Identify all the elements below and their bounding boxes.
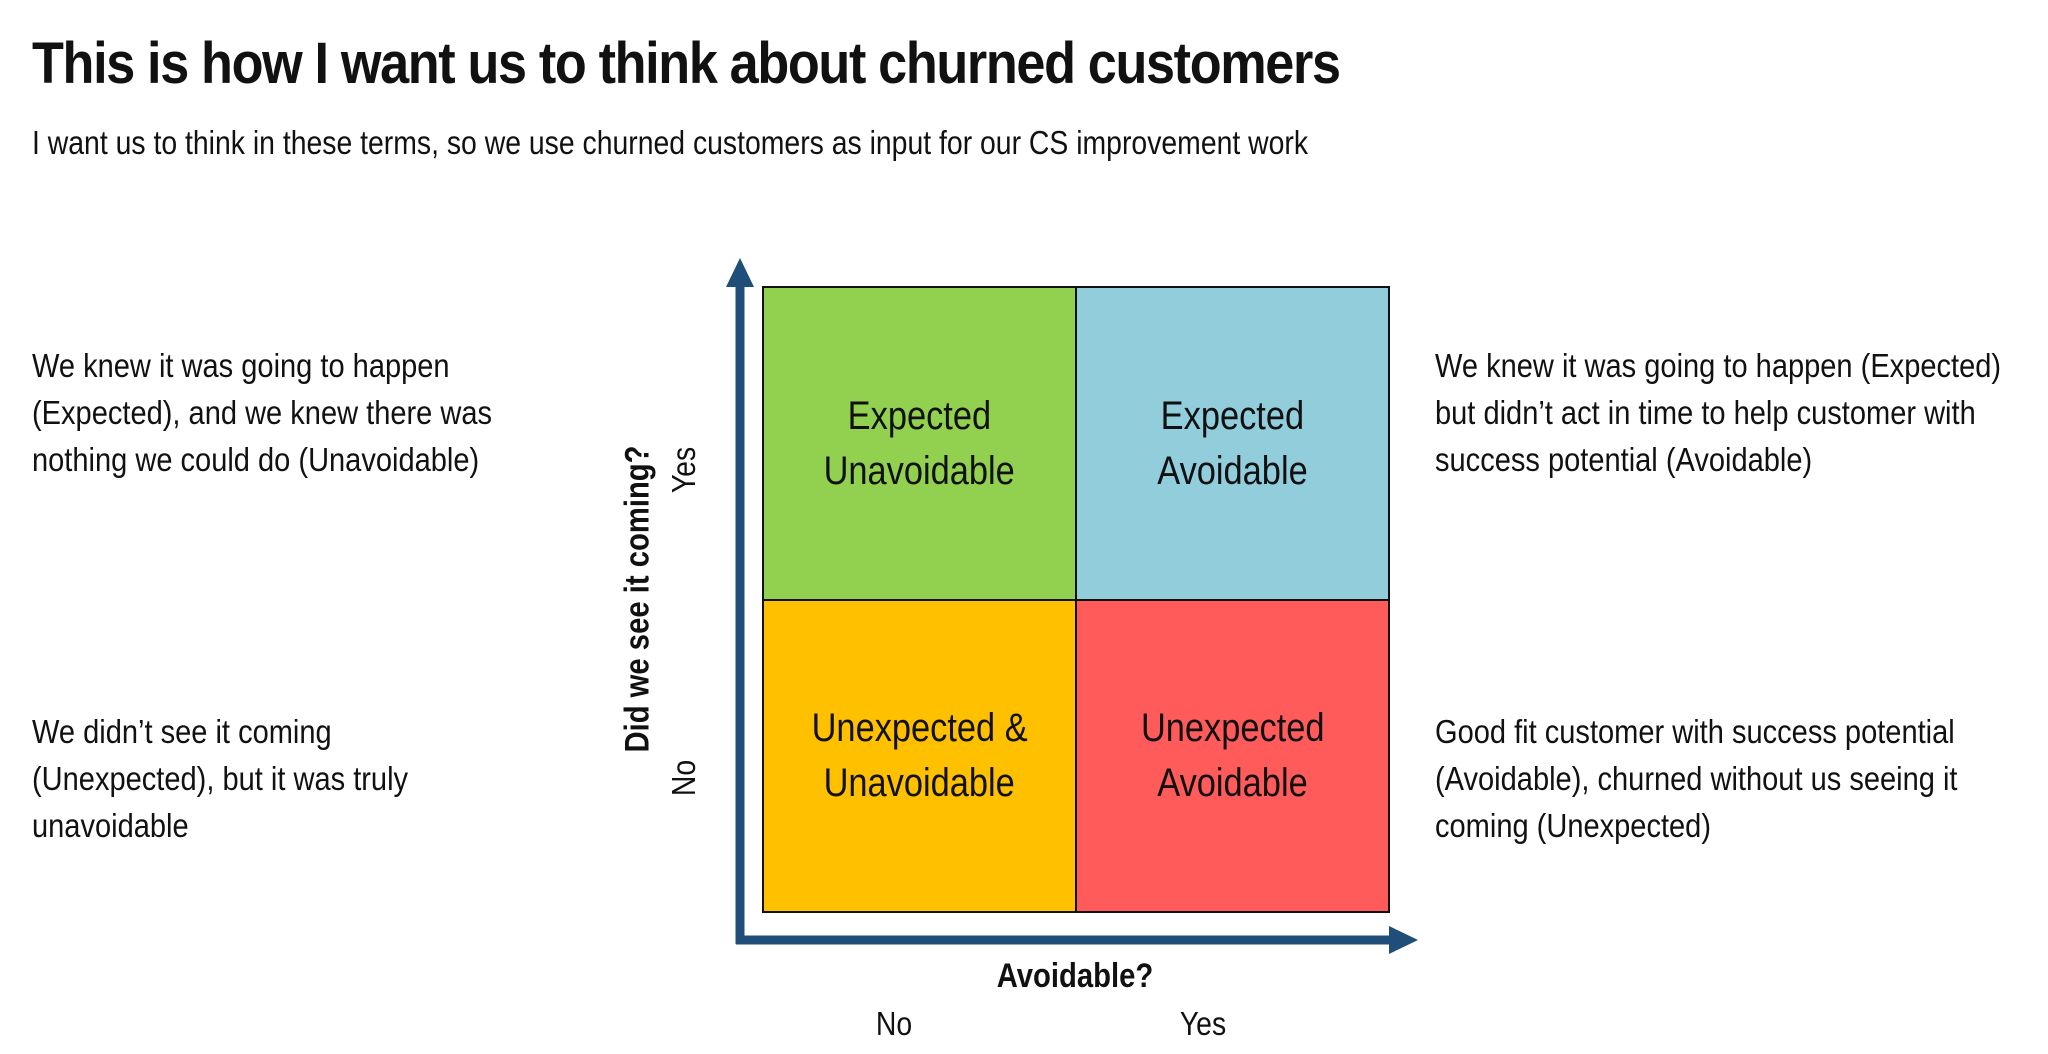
description-line: unavoidable bbox=[32, 807, 189, 844]
description-line: We knew it was going to happen (Expected… bbox=[1435, 347, 2002, 384]
y-axis-label: Did we see it coming? bbox=[618, 445, 657, 753]
quadrant-label: Unavoidable bbox=[823, 761, 1016, 805]
quadrant-label: Avoidable bbox=[1157, 761, 1308, 805]
description-line: but didn’t act in time to help customer … bbox=[1435, 394, 1976, 431]
quadrant-expected-avoidable: Expected Avoidable bbox=[1075, 286, 1390, 601]
description-expected-unavoidable: We knew it was going to happen (Expected… bbox=[32, 342, 492, 483]
description-line: success potential (Avoidable) bbox=[1435, 441, 1813, 478]
description-expected-avoidable: We knew it was going to happen (Expected… bbox=[1435, 342, 2001, 483]
y-axis-tick-no: No bbox=[665, 759, 702, 797]
description-unexpected-unavoidable: We didn’t see it coming (Unexpected), bu… bbox=[32, 708, 408, 849]
x-axis-tick-yes: Yes bbox=[1179, 1005, 1227, 1042]
quadrant-unexpected-unavoidable: Unexpected & Unavoidable bbox=[762, 599, 1077, 913]
quadrant-unexpected-avoidable: Unexpected Avoidable bbox=[1075, 599, 1390, 913]
description-line: We didn’t see it coming bbox=[32, 713, 332, 750]
quadrant-label: Avoidable bbox=[1157, 448, 1308, 493]
quadrant-label: Expected bbox=[847, 393, 992, 438]
x-axis-label: Avoidable? bbox=[996, 957, 1154, 995]
y-axis-tick-yes: Yes bbox=[665, 446, 702, 494]
y-axis-arrow-icon bbox=[726, 258, 754, 287]
description-line: We knew it was going to happen bbox=[32, 347, 450, 384]
x-axis-arrow-icon bbox=[1389, 926, 1418, 954]
page-subtitle: I want us to think in these terms, so we… bbox=[32, 124, 1309, 161]
description-line: (Expected), and we knew there was bbox=[32, 394, 493, 431]
quadrant-label: Expected bbox=[1160, 393, 1305, 438]
description-line: (Unexpected), but it was truly bbox=[32, 760, 409, 797]
page-title: This is how I want us to think about chu… bbox=[32, 31, 1341, 96]
quadrant-label: Unexpected & bbox=[811, 706, 1028, 750]
quadrant-label: Unavoidable bbox=[823, 448, 1016, 493]
x-axis-tick-no: No bbox=[875, 1005, 913, 1042]
description-line: (Avoidable), churned without us seeing i… bbox=[1435, 760, 1958, 797]
description-line: nothing we could do (Unavoidable) bbox=[32, 441, 480, 478]
description-line: coming (Unexpected) bbox=[1435, 807, 1712, 844]
quadrant-label: Unexpected bbox=[1140, 706, 1325, 750]
description-line: Good fit customer with success potential bbox=[1435, 713, 1955, 750]
description-unexpected-avoidable: Good fit customer with success potential… bbox=[1435, 708, 1958, 849]
quadrant-expected-unavoidable: Expected Unavoidable bbox=[762, 286, 1077, 601]
